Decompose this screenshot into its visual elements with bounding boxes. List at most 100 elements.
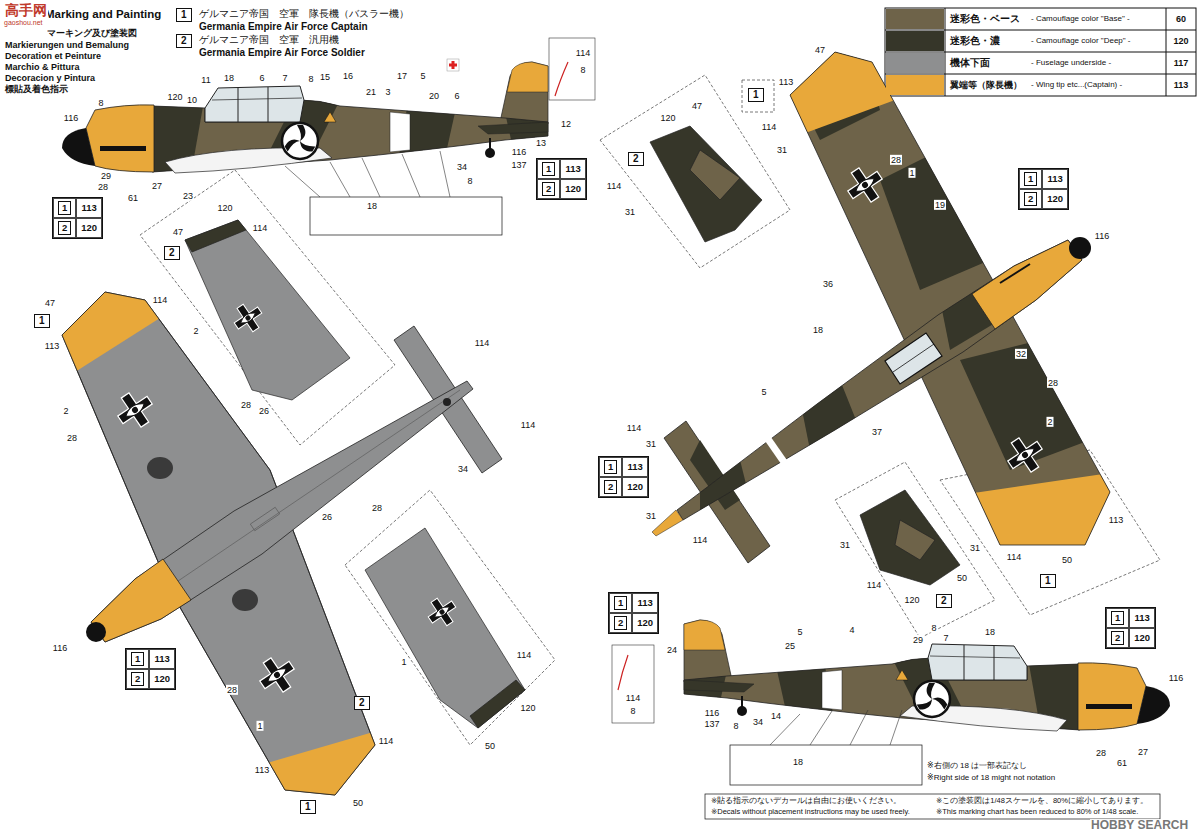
callout-number: 27 — [1137, 747, 1149, 757]
marking-number-box: 2 — [164, 246, 180, 260]
callout-number: 34 — [456, 162, 468, 172]
top-view — [972, 240, 1082, 329]
marking-number-box: 2 — [354, 696, 370, 710]
option-number: 1 — [39, 315, 45, 326]
color-number: 113 — [628, 461, 643, 473]
table-cell-marker: 1 — [609, 593, 632, 613]
left-side-profile — [447, 59, 459, 71]
color-swatch — [886, 9, 944, 29]
variant-wing-insets — [742, 80, 774, 112]
note-text: - Fuselage underside - — [1030, 58, 1112, 67]
table-cell-marker: 2 — [1019, 189, 1042, 209]
decal-color-table: 11132120 — [536, 158, 587, 200]
left-side-profile — [440, 151, 450, 197]
callout-number: 120 — [903, 595, 920, 605]
note-text: gaoshou.net — [3, 19, 44, 27]
callout-number: 61 — [1116, 758, 1128, 768]
callout-number: 8 — [466, 176, 473, 186]
callout-number: 120 — [659, 113, 676, 123]
callout-number: 14 — [770, 711, 782, 721]
callout-number: 31 — [645, 511, 657, 521]
top-view — [841, 161, 888, 208]
footer-note-box — [705, 794, 1160, 819]
note-text: ※This marking chart has been reduced to … — [935, 808, 1139, 817]
callout-number: 28 — [371, 503, 383, 513]
callout-number: 47 — [691, 101, 703, 111]
callout-number: 25 — [784, 641, 796, 651]
callout-number: 113 — [44, 341, 60, 351]
option-number: 1 — [614, 596, 627, 610]
callout-number: 50 — [1061, 555, 1073, 565]
table-cell-color: 120 — [149, 669, 175, 689]
callout-number: 28 — [890, 155, 902, 165]
callout-number: 113 — [1173, 80, 1190, 90]
option-number: 1 — [753, 89, 759, 100]
color-number: 120 — [81, 222, 97, 234]
callout-number: 36 — [822, 279, 834, 289]
callout-number: 50 — [484, 741, 496, 751]
decal-color-table: 11132120 — [125, 648, 176, 690]
decal-color-table: 11132120 — [1018, 168, 1069, 210]
option-number: 1 — [181, 9, 187, 20]
right-side-profile — [730, 745, 922, 785]
callout-number: 11 — [200, 75, 211, 85]
callout-number: 120 — [166, 92, 183, 102]
callout-number: 116 — [1168, 673, 1184, 683]
top-view — [885, 333, 942, 384]
legend-table-frame — [885, 8, 1196, 96]
callout-number: 5 — [760, 387, 767, 397]
left-side-profile — [402, 154, 420, 197]
underside-view — [147, 457, 173, 479]
callout-number: 114 — [516, 650, 532, 660]
marking-number-box: 1 — [300, 800, 316, 814]
table-cell-marker: 2 — [126, 669, 149, 689]
marking-number-box: 1 — [34, 314, 50, 328]
callout-number: 2 — [192, 326, 199, 336]
table-cell-color: 113 — [632, 593, 658, 613]
option-number: 2 — [633, 153, 639, 164]
note-text: - Camouflage color "Deep" - — [1030, 36, 1132, 45]
right-side-profile — [618, 655, 628, 690]
right-side-profile — [770, 710, 902, 745]
color-swatch — [886, 53, 944, 73]
callout-number: 114 — [1006, 552, 1022, 562]
note-text: Germania Empire Air Force Soldier — [198, 47, 366, 59]
top-view — [760, 30, 900, 135]
note-text: ※Right side of 18 might not notation — [926, 773, 1056, 782]
callout-number: 31 — [776, 145, 788, 155]
callout-number: 2 — [62, 406, 69, 416]
option-number: 2 — [181, 35, 187, 46]
color-number: 120 — [1134, 632, 1150, 644]
legend-table-frame — [1166, 8, 1167, 96]
marking-number-box: 1 — [1040, 574, 1056, 588]
callout-number: 37 — [871, 427, 883, 437]
callout-number: 4 — [848, 625, 855, 635]
right-side-profile — [612, 645, 654, 723]
option-number: 1 — [542, 162, 555, 176]
variant-wing-panels — [650, 126, 762, 242]
variant-wing-panels — [365, 528, 525, 728]
callout-number: 113 — [1108, 515, 1124, 525]
variant-wing-panels — [229, 299, 267, 337]
variant-wing-panels — [185, 220, 350, 400]
note-text: Decoration et Peinture — [4, 51, 102, 61]
left-side-profile — [449, 64, 457, 67]
color-number: 113 — [1135, 612, 1150, 624]
callout-number: 31 — [969, 543, 981, 553]
marking-number-box: 2 — [176, 34, 192, 48]
right-side-profile — [684, 620, 1170, 738]
callout-number: 27 — [151, 181, 163, 191]
callout-number: 31 — [624, 207, 636, 217]
top-view — [652, 30, 1130, 570]
decal-color-table: 11132120 — [598, 456, 649, 498]
right-side-profile — [810, 711, 832, 745]
callout-number: 34 — [457, 464, 469, 474]
table-cell-marker: 2 — [537, 179, 560, 199]
color-number: 120 — [154, 673, 170, 685]
option-number: 2 — [1024, 192, 1037, 206]
color-number: 113 — [82, 202, 97, 214]
underside-view — [250, 730, 400, 830]
underside-view — [253, 651, 300, 698]
